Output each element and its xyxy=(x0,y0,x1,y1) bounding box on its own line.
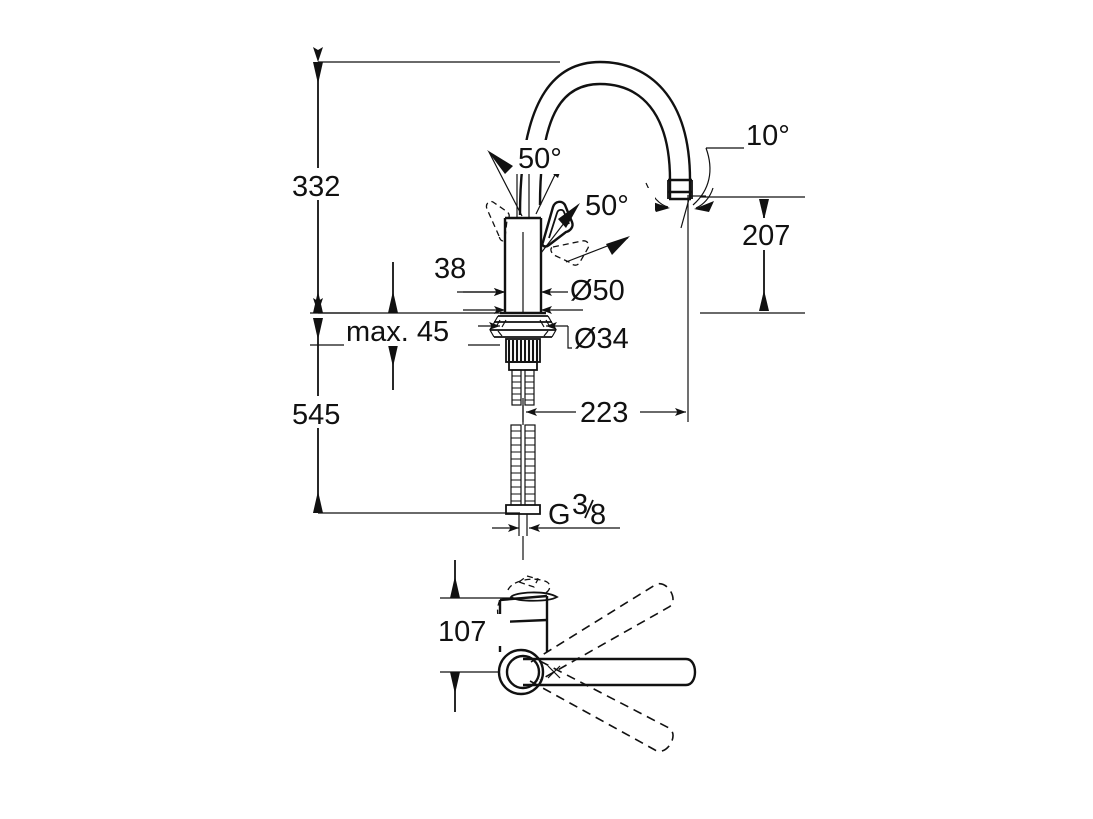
dimension-label-thread-denominator: 8 xyxy=(590,499,606,531)
dimension-207: 207 xyxy=(700,196,805,314)
dimension-38: 38 xyxy=(432,252,506,296)
angle-label-50-right: 50° xyxy=(585,190,629,222)
spout-arc xyxy=(518,60,693,216)
fixing-nut xyxy=(505,338,541,371)
pivot-cross-marker xyxy=(547,665,561,679)
angle-50-deg-left: 50° xyxy=(487,140,588,217)
dimension-label-thread-g: G xyxy=(548,499,571,531)
dimension-label-max45: max. 45 xyxy=(346,316,449,348)
lever-handle-solid xyxy=(541,200,574,248)
dimension-label-thread-numerator: 3 xyxy=(572,489,588,521)
mixer-body xyxy=(500,160,546,315)
dimension-dia50: Ø50 xyxy=(463,274,650,307)
angle-label-10: 10° xyxy=(746,120,790,152)
dimension-107: 107 xyxy=(436,560,520,712)
lever-handle-ghost-right xyxy=(550,240,590,266)
dimension-label-223: 223 xyxy=(580,397,628,429)
dimension-max45: max. 45 xyxy=(310,262,500,390)
dimension-label-dia34: Ø34 xyxy=(574,323,629,355)
dimension-label-107: 107 xyxy=(438,616,486,648)
dimension-545: 545 xyxy=(290,318,520,514)
dimension-332: 332 xyxy=(290,47,560,314)
flex-hose-lower xyxy=(505,424,541,536)
dimension-label-dia50: Ø50 xyxy=(570,275,625,307)
angle-label-50-left: 50° xyxy=(518,143,562,175)
faucet-plan-view xyxy=(496,536,697,753)
dimension-label-332: 332 xyxy=(292,171,340,203)
angle-10-deg: 10° xyxy=(645,118,808,229)
angle-50-deg-right: 50° xyxy=(540,188,655,263)
dimension-dia34: Ø34 xyxy=(478,322,656,355)
dimension-label-545: 545 xyxy=(292,399,340,431)
dimension-thread-g38: G 3 8 xyxy=(492,489,620,532)
dimension-label-207: 207 xyxy=(742,220,790,252)
dimension-label-38: 38 xyxy=(434,253,466,285)
lever-handle-ghost-left xyxy=(485,200,510,242)
dimension-223: 223 xyxy=(522,195,689,429)
